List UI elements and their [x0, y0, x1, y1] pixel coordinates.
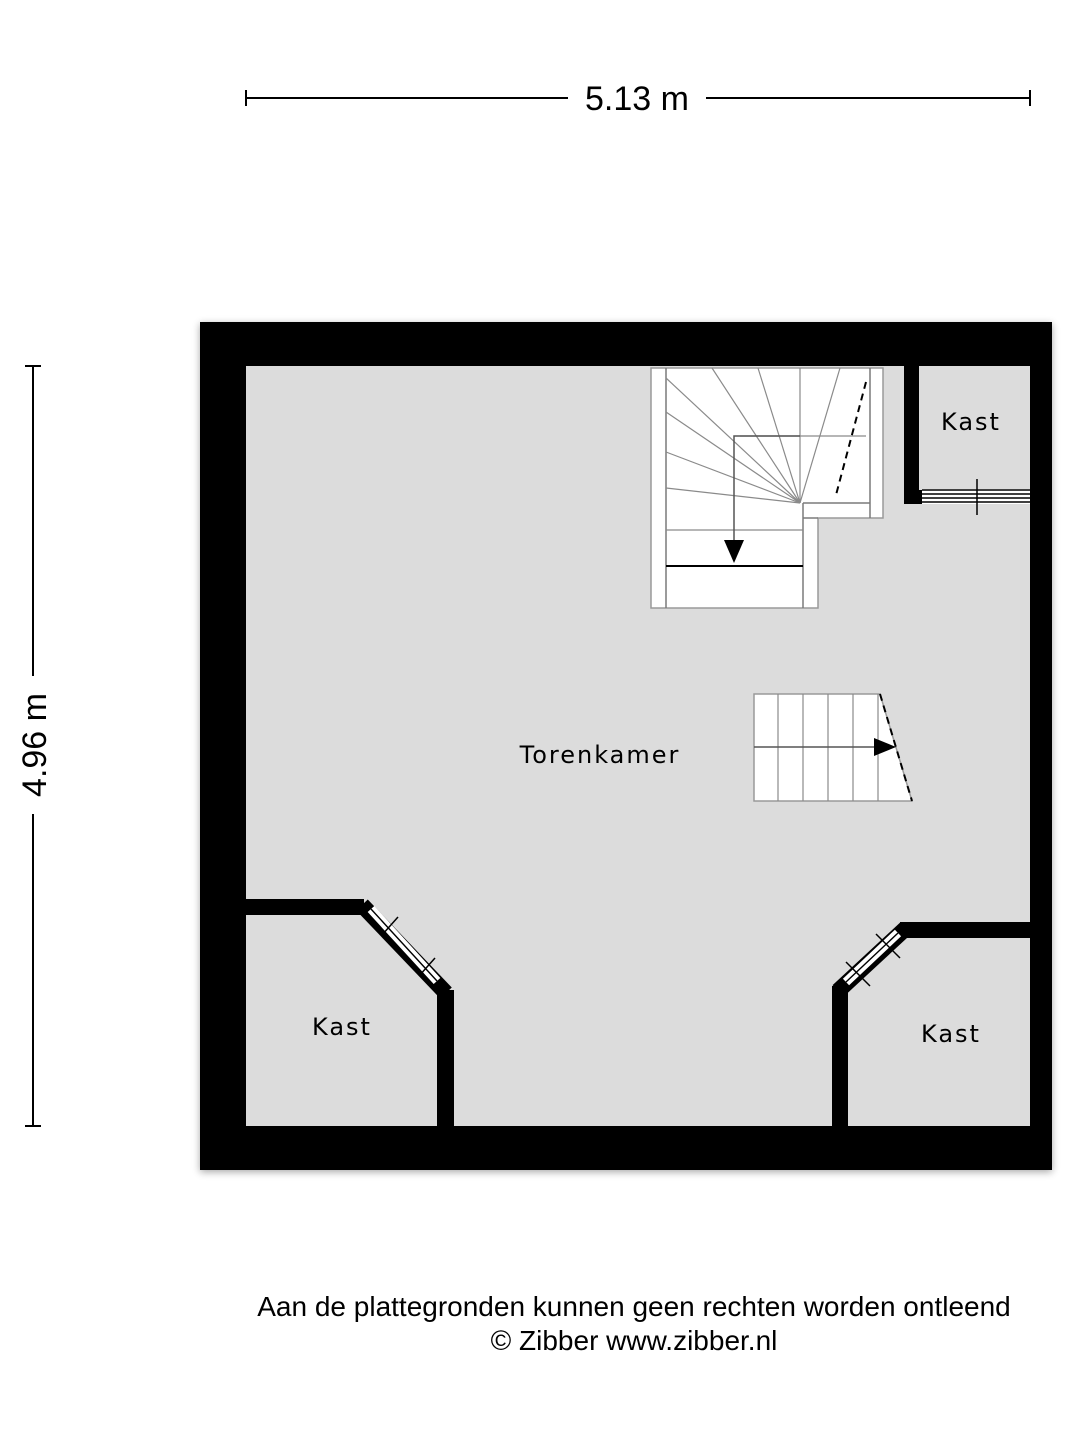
copyright-text: © Zibber www.zibber.nl — [490, 1325, 778, 1356]
room-label-torenkamer: Torenkamer — [519, 741, 681, 769]
wall-kast-top-right — [904, 366, 926, 504]
staircase-secondary — [753, 693, 914, 802]
room-label-kast-bottom-right: Kast — [921, 1020, 981, 1048]
width-dimension: 5.13 m — [245, 80, 1031, 118]
wall-kast-bottom-left — [246, 899, 454, 1126]
staircase-main — [650, 367, 884, 609]
arrow-right-icon — [874, 738, 896, 756]
height-label: 4.96 m — [16, 693, 54, 797]
disclaimer-text: Aan de plattegronden kunnen geen rechten… — [257, 1291, 1011, 1322]
width-label: 5.13 m — [585, 80, 689, 118]
footer: Aan de plattegronden kunnen geen rechten… — [200, 1290, 1068, 1358]
height-dimension: 4.96 m — [16, 365, 54, 1127]
room-label-kast-bottom-left: Kast — [312, 1013, 372, 1041]
floor — [246, 366, 1030, 1126]
room-label-kast-top-right: Kast — [941, 408, 1001, 436]
arrow-down-icon — [724, 540, 744, 563]
wall-kast-bottom-right — [832, 922, 1030, 1126]
door-kast-bottom-left — [356, 899, 452, 999]
door-kast-bottom-right — [832, 922, 912, 997]
door-kast-top-right — [922, 479, 1030, 515]
